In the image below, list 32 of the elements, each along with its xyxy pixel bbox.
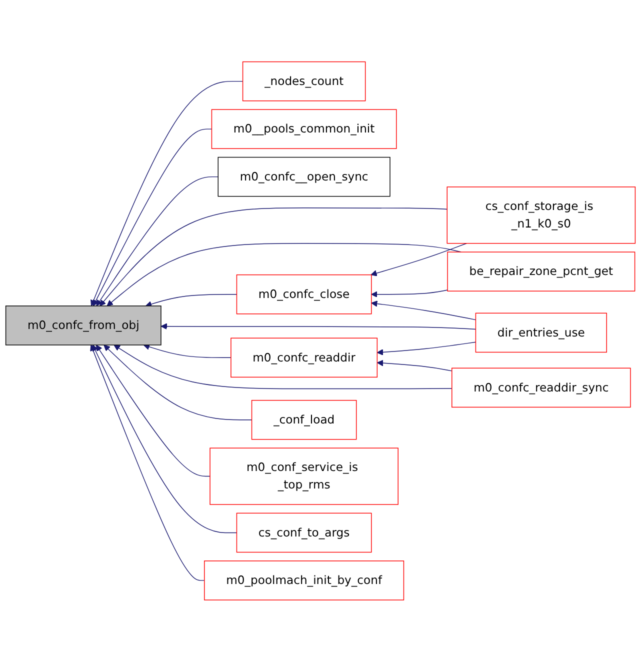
arrow (104, 344, 252, 420)
arrow (96, 344, 210, 476)
node-box: m0_confc__open_sync (218, 156, 390, 196)
node-box: m0_confc_readdir_sync (452, 367, 631, 408)
arrow (106, 242, 462, 306)
node-box: m0__pools_common_init (211, 108, 397, 149)
node-box: _conf_load (251, 400, 357, 440)
arrow (370, 242, 467, 276)
arrow (96, 176, 218, 306)
arrow (100, 207, 448, 306)
arrow (371, 289, 448, 298)
node-box: _nodes_count (242, 61, 366, 101)
arrow (90, 344, 205, 580)
node-box: m0_confc_from_obj (5, 305, 162, 345)
node-box: be_repair_zone_pcnt_get (447, 251, 636, 292)
node-box: dir_entries_use (475, 312, 607, 352)
arrow (92, 344, 238, 533)
arrow (160, 322, 476, 330)
arrow (114, 344, 452, 389)
arrow (92, 128, 212, 306)
arrow (371, 300, 476, 320)
node-box: m0_confc_close (236, 274, 372, 314)
arrow (376, 341, 476, 356)
node-box: m0_confc_readdir (230, 337, 378, 378)
node-box: cs_conf_storage_is _n1_k0_s0 (446, 186, 636, 244)
arrow (376, 360, 452, 371)
node-box: m0_poolmach_init_by_conf (204, 560, 404, 600)
arrow (145, 294, 238, 307)
node-box: cs_conf_to_args (236, 512, 372, 552)
arrow (90, 80, 244, 306)
node-box: m0_conf_service_is _top_rms (210, 447, 398, 504)
arrow (143, 343, 232, 358)
